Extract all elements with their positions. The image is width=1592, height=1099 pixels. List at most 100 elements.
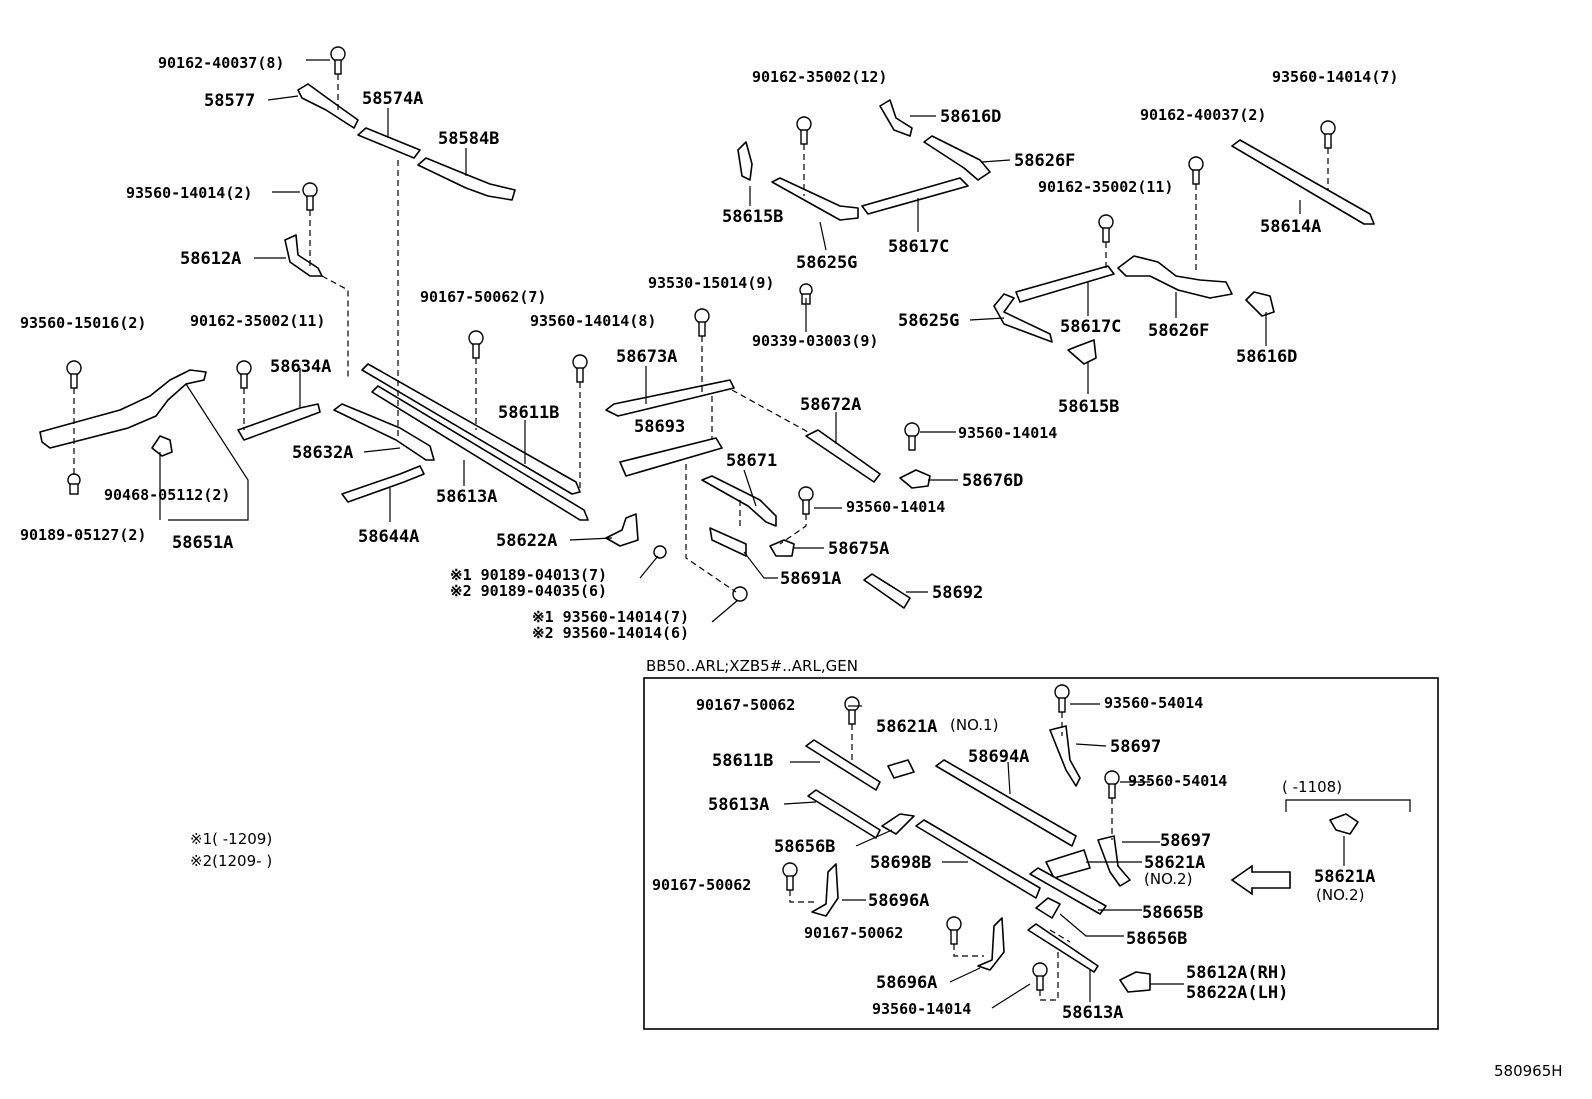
box-part-58697-top[interactable]: [1049, 725, 1081, 787]
part-58615b-right[interactable]: [1067, 339, 1097, 365]
part-58584b[interactable]: [417, 157, 516, 201]
box-part-58613a-bottom[interactable]: [1027, 923, 1099, 973]
label-x2-93560-14014-6: ※2 93560-14014(6): [532, 624, 689, 642]
part-58691a[interactable]: [709, 527, 747, 557]
label-58622a: 58622A: [496, 531, 557, 551]
part-58574a[interactable]: [357, 127, 421, 159]
box-part-58613a[interactable]: [807, 789, 881, 839]
part-58616d-top[interactable]: [879, 99, 913, 137]
label-x2-90189-04035: ※2 90189-04035(6): [450, 582, 607, 600]
box-part-58656b-bottom[interactable]: [1035, 897, 1061, 919]
box-label-58665b: 58665B: [1142, 903, 1203, 923]
part-58613a[interactable]: [371, 385, 589, 521]
label-58673a: 58673A: [616, 347, 677, 367]
label-90167-50062-7: 90167-50062(7): [420, 288, 546, 306]
label-58584b: 58584B: [438, 129, 499, 149]
box-label-93560-14014: 93560-14014: [872, 1000, 971, 1018]
box-part-58696a-right[interactable]: [977, 917, 1005, 971]
label-58615b-right: 58615B: [1058, 397, 1119, 417]
box-part-58621a-no1[interactable]: [887, 759, 915, 779]
part-58632a[interactable]: [333, 403, 435, 461]
label-58611b: 58611B: [498, 403, 559, 423]
box-label-58612a-rh: 58612A(RH): [1186, 963, 1288, 983]
part-58617c-top[interactable]: [861, 177, 969, 215]
part-90468-clip[interactable]: [151, 435, 173, 457]
box-label-58696a-b: 58696A: [876, 973, 937, 993]
label-58671: 58671: [726, 451, 777, 471]
label-93560-14014-a: 93560-14014: [958, 424, 1057, 442]
label-58613a: 58613A: [436, 487, 497, 507]
label-58577: 58577: [204, 91, 255, 111]
label-90162-35002-11-left: 90162-35002(11): [190, 312, 325, 330]
part-58644a[interactable]: [341, 465, 425, 503]
part-58673a[interactable]: [605, 379, 735, 417]
label-58644a: 58644A: [358, 527, 419, 547]
box-part-58612a-rh[interactable]: [1119, 971, 1151, 993]
part-58634a[interactable]: [237, 403, 321, 441]
label-90339-03003-9: 90339-03003(9): [752, 332, 878, 350]
box-part-58696a-left[interactable]: [811, 863, 839, 917]
part-58626f-top[interactable]: [923, 135, 991, 181]
part-58625g-top[interactable]: [771, 177, 859, 221]
arrow-icon: [1230, 864, 1291, 896]
box-label-58613a: 58613A: [708, 795, 769, 815]
label-58614a: 58614A: [1260, 217, 1321, 237]
box-label-58622a-lh: 58622A(LH): [1186, 983, 1288, 1003]
label-58632a: 58632A: [292, 443, 353, 463]
box-part-58611b[interactable]: [805, 739, 881, 791]
part-58617c-right[interactable]: [1015, 265, 1115, 303]
part-58612a[interactable]: [284, 234, 323, 277]
part-58622a[interactable]: [605, 513, 639, 547]
box-label-range-1108: ( -1108): [1282, 778, 1342, 796]
label-58612a: 58612A: [180, 249, 241, 269]
label-58617c-right: 58617C: [1060, 317, 1121, 337]
label-58616d-top: 58616D: [940, 107, 1001, 127]
label-93560-15016-2: 93560-15016(2): [20, 314, 146, 332]
label-58625g-top: 58625G: [796, 253, 857, 273]
part-58672a[interactable]: [805, 429, 881, 483]
box-part-58698b[interactable]: [915, 819, 1041, 899]
label-58616d-right: 58616D: [1236, 347, 1297, 367]
part-58693[interactable]: [619, 437, 723, 477]
note-x1: ※1( -1209): [190, 830, 272, 848]
box-part-58621a-1108[interactable]: [1329, 813, 1359, 835]
part-58671[interactable]: [701, 475, 777, 527]
label-58615b-top: 58615B: [722, 207, 783, 227]
part-58616d-right[interactable]: [1245, 291, 1275, 317]
part-58626f-right[interactable]: [1117, 255, 1233, 299]
label-58693: 58693: [634, 417, 685, 437]
part-58614a[interactable]: [1231, 139, 1375, 225]
part-58625g-right[interactable]: [993, 293, 1053, 343]
box-part-58697-mid[interactable]: [1097, 835, 1131, 887]
part-58651a[interactable]: [39, 369, 207, 449]
diagram-id: 580965H: [1494, 1062, 1563, 1080]
box-label-no2-a: (NO.2): [1144, 870, 1192, 888]
box-part-58694a[interactable]: [935, 759, 1077, 847]
label-90162-40037-2: 90162-40037(2): [1140, 106, 1266, 124]
box-label-90167-50062-a: 90167-50062: [696, 696, 795, 714]
part-58676d[interactable]: [899, 469, 931, 489]
label-58634a: 58634A: [270, 357, 331, 377]
label-93530-15014-9: 93530-15014(9): [648, 274, 774, 292]
leader-lines: [73, 59, 1411, 1009]
box-label-58694a: 58694A: [968, 747, 1029, 767]
label-58617c-top: 58617C: [888, 237, 949, 257]
box-part-58656b-top[interactable]: [881, 813, 915, 835]
label-x1-90189-04013: ※1 90189-04013(7): [450, 566, 607, 584]
box-label-58621a-no1: 58621A: [876, 717, 937, 737]
box-label-no2-b: (NO.2): [1316, 886, 1364, 904]
part-58577[interactable]: [297, 83, 359, 129]
box-label-58611b: 58611B: [712, 751, 773, 771]
part-58615b-top[interactable]: [737, 141, 753, 181]
part-58675a[interactable]: [769, 539, 795, 557]
label-93560-14014-7: 93560-14014(7): [1272, 68, 1398, 86]
box-part-58621a-no2[interactable]: [1045, 849, 1091, 879]
label-90189-05127-2: 90189-05127(2): [20, 526, 146, 544]
box-label-58656b-b: 58656B: [1126, 929, 1187, 949]
part-58692[interactable]: [863, 573, 911, 609]
note-x2: ※2(1209- ): [190, 852, 272, 870]
box-part-58665b[interactable]: [1029, 867, 1107, 915]
label-x1-93560-14014-7: ※1 93560-14014(7): [532, 608, 689, 626]
label-58626f-top: 58626F: [1014, 151, 1075, 171]
label-58574a: 58574A: [362, 89, 423, 109]
